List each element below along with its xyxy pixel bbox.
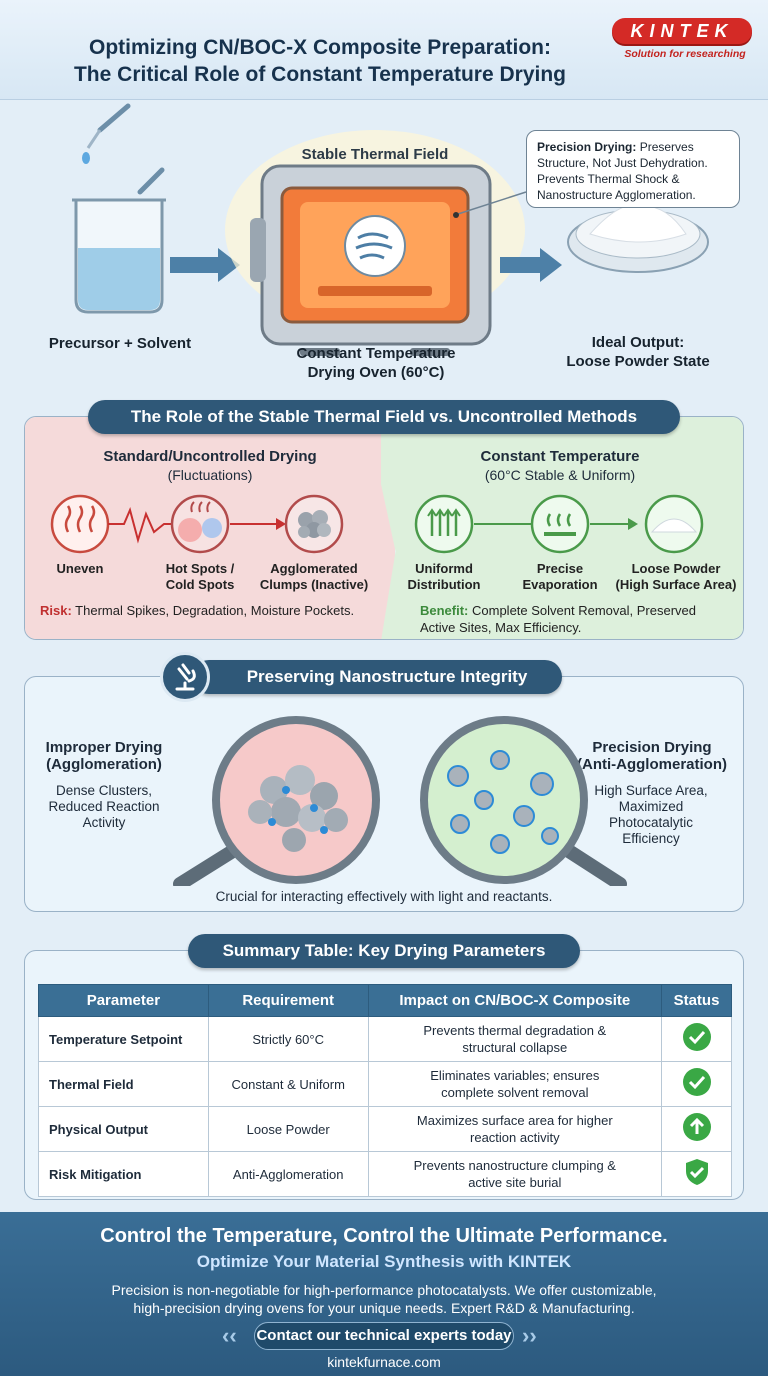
oven-caption: Stable Thermal Field [301,146,449,163]
kintek-logo[interactable]: KINTEK [612,18,752,44]
precise-evaporation-icon [530,494,590,554]
petri-dish-icon [567,204,709,273]
drying-oven-icon [225,130,525,356]
constant-sub: (60°C Stable & Uniform) [484,467,636,483]
table-row: Temperature Setpoint Strictly 60°C Preve… [38,1016,732,1062]
pipette-icon [82,103,165,195]
uniform-distribution-icon [414,494,474,554]
header-banner: Optimizing CN/BOC-X Composite Preparatio… [0,0,768,100]
agglomeration-magnifier-icon [173,716,380,886]
table-row: Risk Mitigation Anti-Agglomeration Preve… [38,1151,732,1197]
page-title-line2: The Critical Role of Constant Temperatur… [73,63,566,86]
uncontrolled-heading: Standard/Uncontrolled Drying [103,448,317,465]
risk-note: Risk: Thermal Spikes, Degradation, Moist… [40,603,355,618]
process-illustration [72,103,709,356]
shield-check-icon [661,1151,732,1197]
table-row: Physical Output Loose Powder Maximizes s… [38,1106,732,1152]
oven-label-line2: Drying Oven (60°C) [307,364,445,381]
uneven-caption: Uneven [56,561,104,576]
col-impact: Impact on CN/BOC-X Composite [367,984,663,1017]
website-link[interactable]: kintekfurnace.com [327,1354,441,1370]
col-parameter: Parameter [38,984,209,1017]
summary-table: Parameter Requirement Impact on CN/BOC-X… [38,984,732,1197]
precursor-label: Precursor + Solvent [48,335,192,352]
logo-tagline: Solution for researching [624,48,746,60]
nano-caption: Crucial for interacting effectively with… [215,889,553,904]
summary-title: Summary Table: Key Drying Parameters [188,934,580,968]
beaker-icon [72,198,166,314]
callout-line3: Prevents Thermal Shock & [537,172,680,186]
callout-line2: Structure, Not Just Dehydration. [537,156,708,170]
nanostructure-title: Preserving Nanostructure Integrity [192,660,562,694]
loose-powder-icon [644,494,704,554]
hot-cold-spots-icon [170,494,230,554]
benefit-note: Benefit: Complete Solvent Removal, Prese… [420,603,696,635]
col-status: Status [661,984,732,1017]
nanostructure-section [24,676,744,912]
footer-subheadline: Optimize Your Material Synthesis with KI… [196,1252,572,1271]
footer-description: Precision is non-negotiable for high-per… [111,1282,657,1316]
agglomerated-clumps-icon [284,494,344,554]
col-requirement: Requirement [207,984,369,1017]
comparison-title: The Role of the Stable Thermal Field vs.… [88,400,680,434]
up-arrow-icon [661,1106,732,1152]
magnifier-illustration [173,716,627,886]
precision-heading: Precision Drying(Anti-Agglomeration) [577,739,727,773]
oven-label-line1: Constant Temperature [296,345,456,362]
check-icon [661,1016,732,1062]
uncontrolled-sub: (Fluctuations) [167,467,253,483]
check-icon [661,1061,732,1107]
output-label-line1: Ideal Output: [591,334,685,351]
process-arrow-1 [170,248,240,282]
process-arrow-2 [500,248,562,282]
callout-rest: Preserves [636,140,694,154]
table-row: Thermal Field Constant & Uniform Elimina… [38,1061,732,1107]
constant-heading: Constant Temperature [480,448,640,465]
loose-powder-caption: Loose Powder(High Surface Area) [615,561,737,592]
callout-bold: Precision Drying: [537,140,637,154]
hot-cold-caption: Hot Spots /Cold Spots [165,561,235,592]
chevron-left-icon: ‹‹ [222,1323,237,1348]
improper-heading: Improper Drying(Agglomeration) [45,739,163,773]
page-title-line1: Optimizing CN/BOC-X Composite Preparatio… [88,36,552,59]
anti-agglomeration-magnifier-icon [420,716,627,886]
footer-headline: Control the Temperature, Control the Ult… [100,1225,668,1247]
uneven-heat-icon [50,494,110,554]
microscope-icon [160,652,210,702]
precision-callout: Precision Drying: Preserves Structure, N… [526,130,740,208]
callout-line4: Nanostructure Agglomeration. [537,188,696,202]
output-label-line2: Loose Powder State [566,353,710,370]
chevron-right-icon: ›› [522,1323,537,1348]
contact-experts-button[interactable]: Contact our technical experts today [254,1322,514,1350]
comparison-icons [50,494,704,554]
